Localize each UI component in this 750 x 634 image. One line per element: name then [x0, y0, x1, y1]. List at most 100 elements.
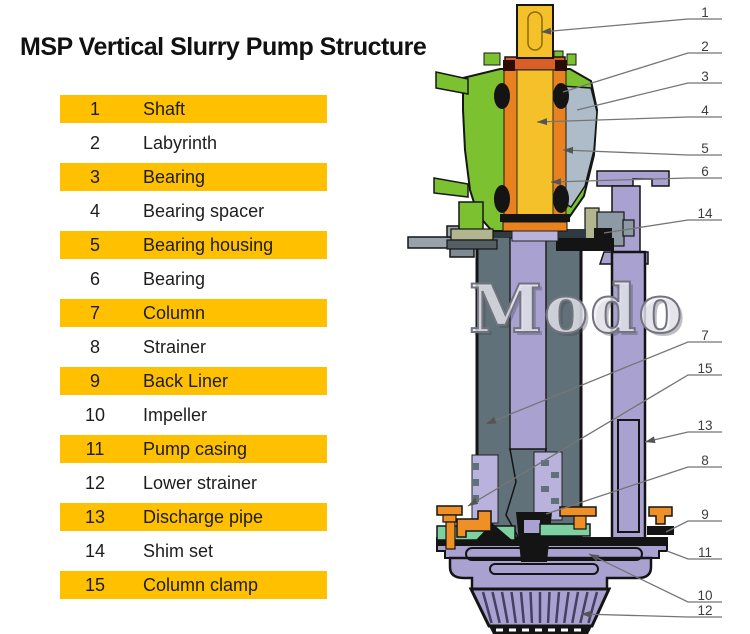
leader-arrowhead: [589, 554, 600, 562]
clamp-mid: [559, 506, 597, 530]
leader-line: [485, 341, 722, 425]
parts-row: 2 Labyrinth: [60, 129, 327, 157]
leader-line: [536, 116, 722, 123]
callout-number: 4: [701, 103, 709, 118]
leader-line: [588, 553, 722, 603]
leader-line: [603, 219, 722, 234]
leader-arrowhead: [468, 497, 479, 506]
part-number: 3: [89, 166, 100, 187]
part-name: Discharge pipe: [143, 506, 264, 527]
part-name: Bearing: [143, 268, 206, 289]
part-number: 11: [85, 438, 105, 459]
callout-number: 3: [701, 69, 709, 84]
part-name: Column: [143, 302, 206, 323]
parts-row: 6 Bearing: [60, 265, 327, 293]
part-name: Strainer: [143, 336, 207, 357]
part-name: Pump casing: [143, 438, 248, 459]
part-name: Labyrinth: [143, 132, 218, 153]
leader-line: [550, 177, 722, 183]
leader-line: [665, 520, 722, 533]
part-name: Bearing housing: [143, 234, 274, 255]
leader-arrowhead: [537, 118, 548, 126]
part-number: 10: [84, 404, 106, 425]
part-number: 8: [89, 336, 100, 357]
leader-arrowhead: [563, 146, 574, 154]
parts-row: 1 Shaft: [60, 95, 327, 123]
part-number: 4: [89, 200, 100, 221]
callout-number: 9: [701, 507, 709, 522]
callout-number: 2: [701, 39, 709, 54]
leader-arrowhead: [645, 436, 656, 444]
part-name: Column clamp: [143, 574, 259, 595]
impeller: [465, 547, 643, 561]
part-name: Shim set: [143, 540, 214, 561]
part-name: Back Liner: [143, 370, 229, 391]
leader-arrowhead: [541, 27, 552, 35]
leader-arrowhead: [486, 416, 497, 424]
part-number: 7: [89, 302, 100, 323]
part-name: Bearing spacer: [143, 200, 265, 221]
parts-row: 12 Lower strainer: [60, 469, 327, 497]
parts-row: 15 Column clamp: [60, 571, 327, 599]
leader-line: [562, 149, 722, 156]
part-number: 6: [89, 268, 100, 289]
callout-number: 6: [701, 164, 709, 179]
callout-number: 15: [697, 361, 712, 376]
leader-arrowhead: [551, 178, 562, 186]
part-name: Impeller: [143, 404, 208, 425]
leader-arrowhead: [581, 610, 592, 618]
parts-row: 14 Shim set: [60, 537, 327, 565]
watermark: Modo: [469, 270, 684, 348]
callout-number: 13: [697, 418, 712, 433]
callout-number: 14: [697, 206, 713, 221]
leader-line: [644, 431, 722, 443]
callout-number: 11: [698, 545, 712, 560]
callout-number: 8: [701, 453, 709, 468]
pump-diagram: Modo Modo: [407, 4, 687, 634]
strainer: [468, 587, 612, 634]
leader-line: [666, 550, 722, 560]
part-number: 1: [89, 98, 100, 119]
connector-plate: [556, 238, 614, 251]
parts-row: 9 Back Liner: [60, 367, 327, 395]
part-number: 2: [89, 132, 100, 153]
callout-number: 10: [697, 588, 712, 603]
callout-number: 1: [701, 5, 709, 20]
part-number: 13: [84, 506, 106, 527]
part-number: 5: [89, 234, 100, 255]
shaft: [500, 4, 570, 242]
parts-row: 7 Column: [60, 299, 327, 327]
watermark-shadow: Modo: [472, 273, 687, 351]
bearings: [494, 83, 569, 213]
parts-row: 4 Bearing spacer: [60, 197, 327, 225]
leader-line: [576, 82, 722, 111]
leader-line: [580, 613, 722, 618]
part-number: 9: [89, 370, 100, 391]
parts-row: 11 Pump casing: [60, 435, 327, 463]
callout-number: 7: [701, 328, 709, 343]
page-title: MSP Vertical Slurry Pump Structure: [20, 33, 427, 61]
parts-row: 13 Discharge pipe: [60, 503, 327, 531]
part-name: Shaft: [143, 98, 186, 119]
leader-line: [540, 18, 722, 33]
callout-number: 12: [697, 603, 712, 618]
keyway: [527, 11, 543, 51]
part-name: Lower strainer: [143, 472, 258, 493]
column-clamp-left: [436, 505, 492, 550]
clamp-right: [647, 506, 674, 535]
connector-block: [594, 228, 612, 240]
parts-row: 10 Impeller: [60, 401, 327, 429]
leader-line: [545, 466, 722, 515]
part-name: Bearing: [143, 166, 206, 187]
parts-row: 8 Strainer: [60, 333, 327, 361]
parts-row: 5 Bearing housing: [60, 231, 327, 259]
part-number: 14: [84, 540, 106, 561]
part-number: 15: [84, 574, 106, 595]
discharge-pipe: [610, 250, 647, 544]
leader-line: [467, 374, 722, 507]
part-number: 12: [84, 472, 106, 493]
